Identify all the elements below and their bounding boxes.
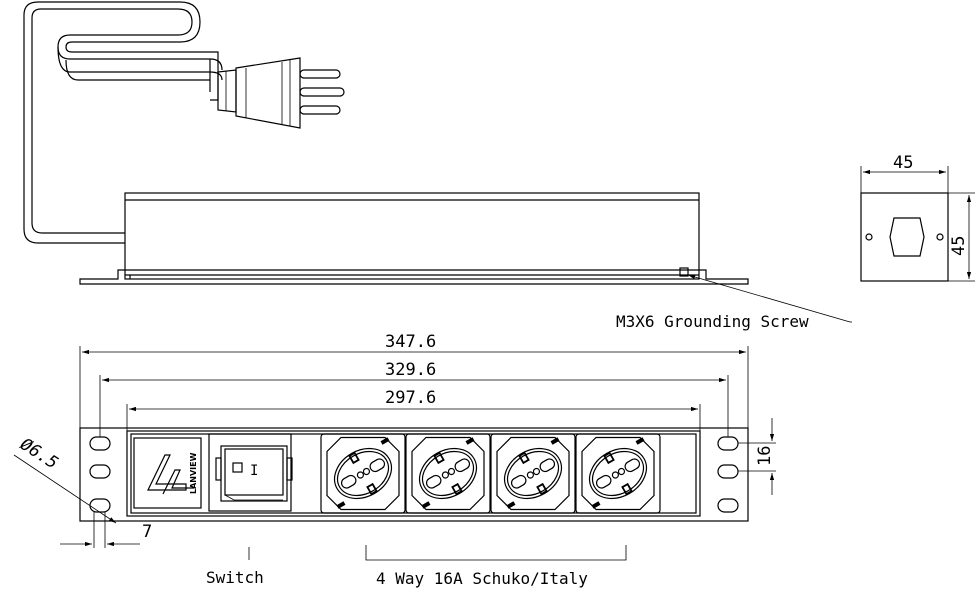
plug-body (217, 57, 301, 129)
outlet-socket (490, 433, 576, 514)
top-view: M3X6 Grounding Screw (23, 1, 852, 331)
outlet-socket (320, 433, 406, 514)
outlet-socket (575, 433, 661, 514)
slot-spacing-dimension: 16 (755, 446, 775, 466)
hole-diameter-dimension: Ø6.5 (16, 434, 61, 473)
lanview-logo: LANVIEW (133, 437, 202, 509)
overall-length-dimension: 347.6 (385, 332, 436, 352)
end-width-dimension: 45 (893, 153, 913, 173)
left-mounting-slots (89, 436, 111, 513)
power-switch: I (208, 433, 293, 512)
front-panel-outline (79, 427, 749, 522)
switch-symbol: I (250, 463, 258, 479)
grounding-screw-callout: M3X6 Grounding Screw (616, 274, 852, 331)
end-view: 45 45 (860, 153, 975, 282)
hole-offset-dimension: 7 (142, 522, 152, 542)
hole-pitch-dimension: 329.6 (385, 360, 436, 380)
body-length-dimension: 297.6 (385, 388, 436, 408)
right-mounting-slots (717, 436, 739, 513)
switch-label: Switch (206, 568, 264, 587)
grounding-screw-label: M3X6 Grounding Screw (616, 312, 809, 331)
plug-pins (299, 69, 345, 115)
outlets-label: 4 Way 16A Schuko/Italy (376, 569, 588, 588)
end-height-dimension: 45 (949, 236, 969, 256)
outlet-group (320, 433, 661, 514)
front-view: LANVIEW I 347.6 329.6 297.6 (13, 332, 776, 588)
outlet-socket (405, 433, 491, 514)
brand-text: LANVIEW (189, 452, 198, 494)
pdu-body-top (79, 192, 749, 285)
power-cable (23, 1, 223, 244)
